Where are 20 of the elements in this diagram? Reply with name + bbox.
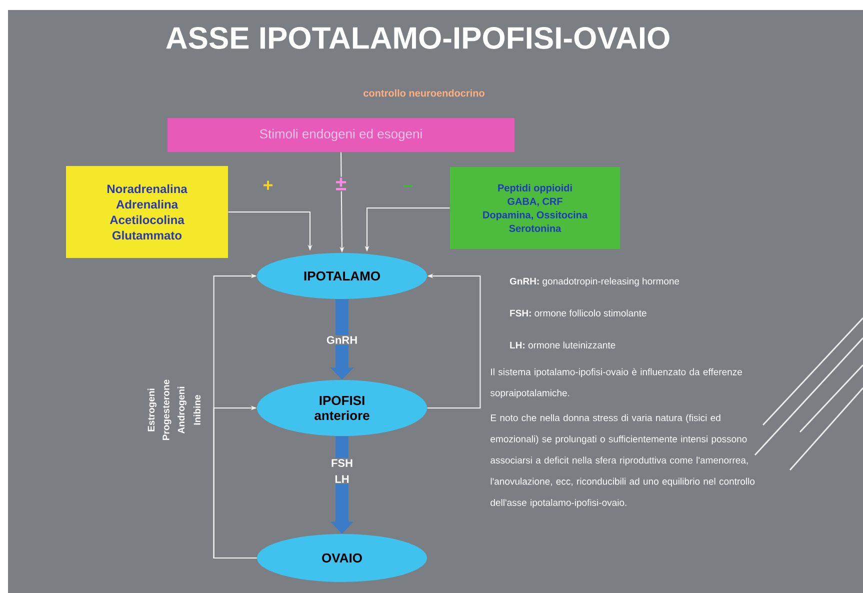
definition-text: GnRH: gonadotropin-releasing hormone <box>510 278 680 286</box>
edge-label: – <box>402 184 414 192</box>
stimuli-box: Stimoli endogeni ed esogeni <box>168 118 514 152</box>
edge-label: ± <box>334 176 348 192</box>
paragraph: Il sistema ipotalamo-ipofisi-ovaio è influenzato da efferenze sopraipotalamiche. <box>490 368 742 398</box>
title: ASSE IPOTALAMO-IPOFISI-OVAIO <box>166 27 670 49</box>
arrow <box>213 406 258 558</box>
inhibitor-box: Peptidi oppioidi GABA, CRF Dopamina, Ossitocina Serotonina <box>450 167 620 249</box>
hormone-label: Androgeni <box>178 386 186 434</box>
hormone-label: Estrogeni <box>148 388 156 432</box>
paragraph: E noto che nella donna stress di varia natura (fisici ed emozionali) se prolungati o sufficientemente intensi possono associarsi a deficit nella sfera riproduttiva come l'amenorrea, l'anovulazione, ecc, riconducibili ad uno equilibrio nel controllo dell'asse ipotalamo-ipofisi-ovaio. <box>490 414 755 508</box>
stimulator-box: Noradrenalina Adrenalina Acetilocolina Glutammato <box>66 166 228 258</box>
definition-text: LH: ormone luteinizzante <box>510 342 616 348</box>
definition-text: FSH: ormone follicolo stimolante <box>510 310 646 316</box>
edge-label: FSH LH <box>328 458 356 484</box>
edge-label: GnRH <box>325 335 359 345</box>
hormone-label: Inibine <box>194 395 200 425</box>
subtitle: controllo neuroendocrino <box>364 89 484 97</box>
hormone-label: Progesterone <box>162 380 172 440</box>
edge-label: + <box>262 180 274 192</box>
